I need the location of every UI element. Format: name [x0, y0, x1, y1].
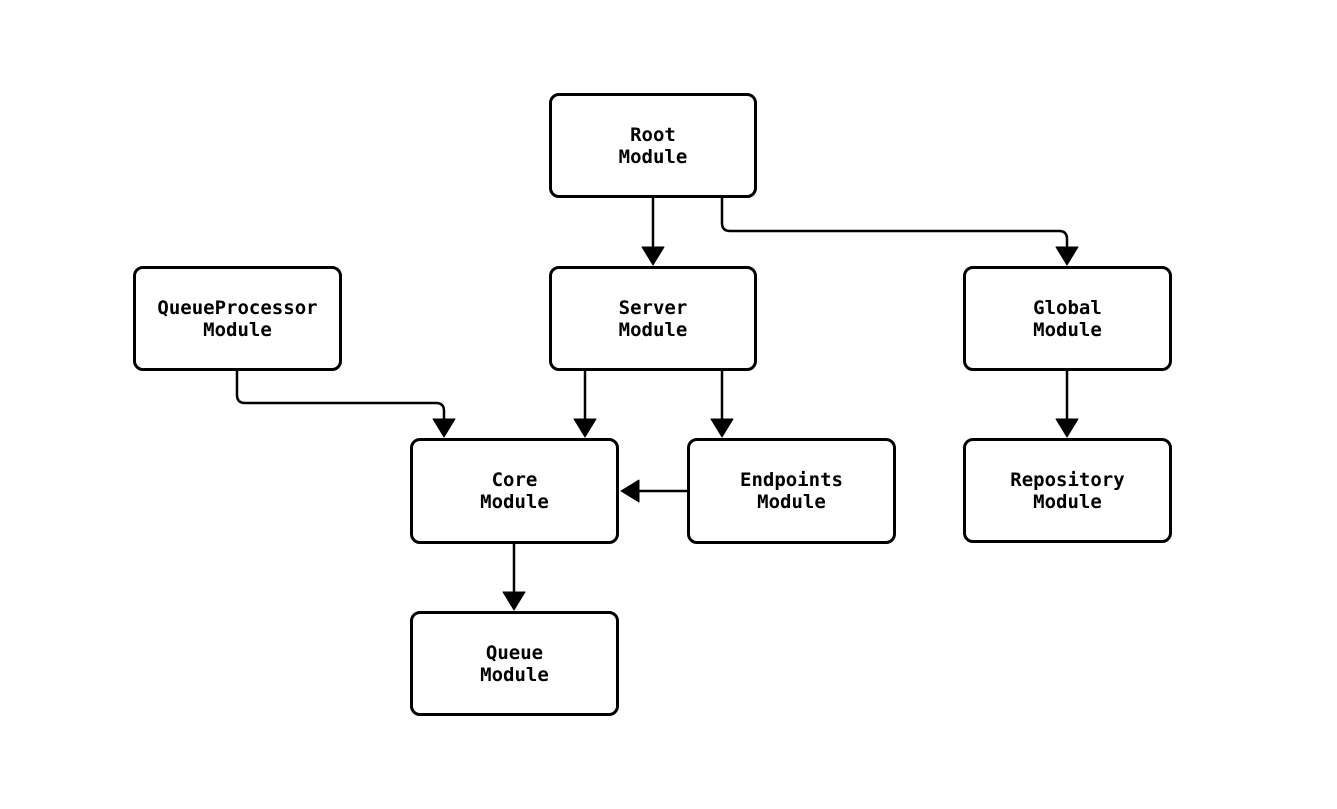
arrowhead-down-icon [641, 246, 665, 266]
node-label-line1: Repository [1010, 468, 1125, 491]
edge-queueprocessor-to-core [235, 371, 456, 438]
node-label-line1: QueueProcessor [157, 296, 318, 319]
node-label-line1: Global [1033, 296, 1102, 319]
node-label-line1: Queue [485, 641, 544, 664]
edge-endpoints-to-core [620, 479, 687, 503]
arrowhead-down-icon [432, 418, 456, 438]
edge-line [720, 198, 1069, 247]
node-label-line1: Server [618, 296, 688, 319]
node-server-module: Server Module [549, 266, 757, 371]
node-root-module: Root Module [549, 93, 757, 198]
node-label-line2: Module [1033, 490, 1102, 513]
arrowhead-left-icon [620, 479, 640, 503]
edge-core-to-queue [502, 544, 526, 611]
edge-server-to-endpoints [710, 371, 734, 438]
arrowhead-down-icon [1055, 246, 1079, 266]
arrowhead-down-icon [502, 591, 526, 611]
node-endpoints-module: Endpoints Module [687, 438, 896, 544]
edge-line [235, 371, 446, 419]
node-queueprocessor-module: QueueProcessor Module [133, 266, 342, 371]
edge-global-to-repository [1055, 371, 1079, 438]
node-repository-module: Repository Module [963, 438, 1172, 543]
node-label-line2: Module [757, 491, 826, 513]
node-label-line2: Module [618, 318, 688, 341]
node-label-line2: Module [480, 663, 549, 686]
node-global-module: Global Module [963, 266, 1172, 371]
node-label-line1: Core [491, 469, 538, 491]
node-label-line2: Module [203, 318, 272, 341]
edge-server-to-core [573, 371, 597, 438]
edge-root-to-server [641, 198, 665, 266]
arrowhead-down-icon [573, 418, 597, 438]
edge-root-to-global [720, 198, 1079, 266]
node-label-line2: Module [618, 145, 688, 168]
node-label-line2: Module [1033, 318, 1102, 341]
node-label-line1: Endpoints [740, 469, 843, 491]
node-queue-module: Queue Module [410, 611, 619, 716]
node-core-module: Core Module [410, 438, 619, 544]
arrowhead-down-icon [1055, 418, 1079, 438]
node-label-line2: Module [480, 491, 549, 513]
node-label-line1: Root [630, 123, 676, 146]
arrowhead-down-icon [710, 418, 734, 438]
